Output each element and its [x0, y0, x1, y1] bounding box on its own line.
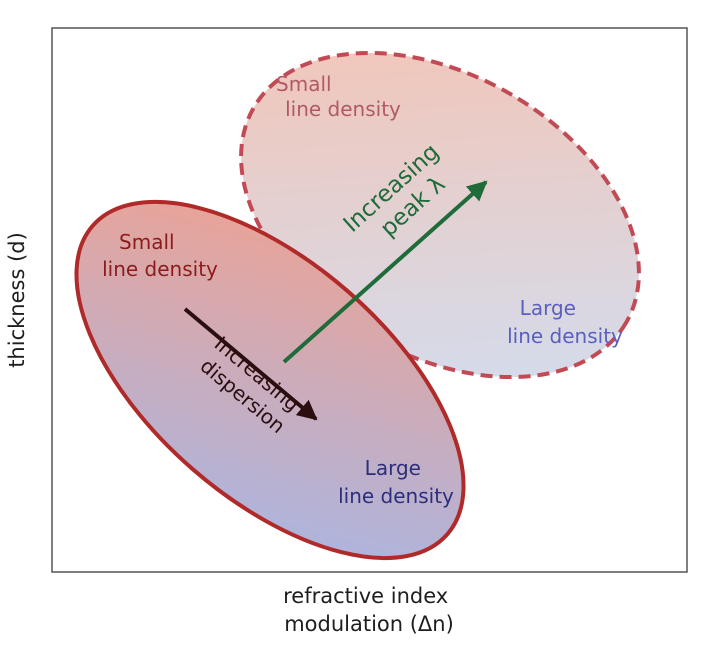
y-axis-label: thickness (d): [5, 232, 29, 368]
dashed-small-label: Small line density: [276, 72, 401, 121]
solid-large-label-line1: Large: [365, 456, 421, 480]
x-axis-label: refractive index modulation (Δn): [283, 584, 455, 636]
x-axis-label-line1: refractive index: [283, 584, 448, 608]
dashed-large-label-line1: Large: [520, 296, 576, 320]
dashed-large-label: Large line density: [507, 296, 623, 348]
x-axis-label-line2: modulation (Δn): [284, 612, 454, 636]
solid-large-label-line2: line density: [338, 484, 454, 508]
dispersion-arrow: [183, 307, 318, 421]
solid-small-label-line1: Small: [119, 230, 175, 254]
solid-small-label-line2: line density: [102, 257, 218, 281]
solid-small-label: Small line density: [102, 230, 218, 281]
solid-large-label: Large line density: [338, 456, 454, 508]
peak-wavelength-arrow: [282, 180, 488, 364]
dashed-small-label-line2: line density: [285, 97, 401, 121]
dashed-small-label-line1: Small: [276, 72, 332, 96]
dashed-large-label-line2: line density: [507, 324, 623, 348]
